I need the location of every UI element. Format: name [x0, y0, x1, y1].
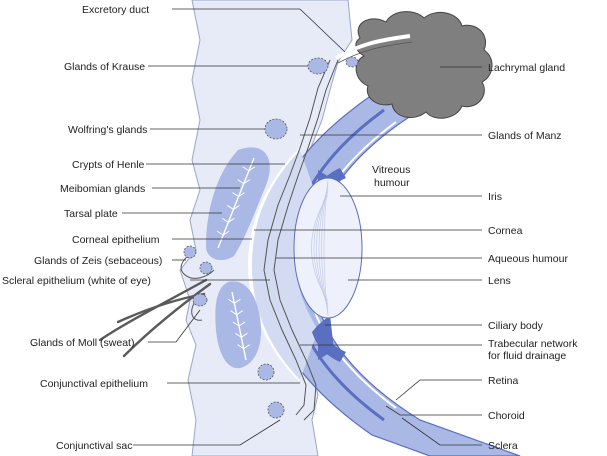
label-glands-of-zeis: Glands of Zeis (sebaceous): [34, 255, 162, 267]
meibomian-gland-branch: [230, 310, 237, 316]
upper-eyelash: [98, 278, 208, 342]
meibomian-gland-branch: [222, 230, 230, 236]
label-sclera: Sclera: [488, 440, 518, 452]
meibomian-gland-branch: [243, 179, 250, 185]
label-cornea: Cornea: [488, 225, 523, 237]
meibomian-gland-branch: [237, 344, 244, 350]
glands-of-krause: [307, 57, 329, 75]
lens-fibre: [311, 194, 329, 302]
meibomian-gland-branch: [238, 192, 245, 197]
meibomian-gland-branch: [238, 321, 246, 327]
meibomian-gland-branch: [241, 332, 248, 338]
glands-of-manz: [345, 56, 359, 68]
meibomian-gland-branch: [235, 332, 242, 338]
lens-fibres: [311, 179, 329, 317]
label-scleral-epithelium: Scleral epithelium (white of eye): [2, 275, 151, 287]
lachrymal-gland: [355, 11, 493, 119]
label-conjunctival-epithelium: Conjunctival epithelium: [40, 378, 148, 390]
label-glands-of-krause: Glands of Krause: [64, 61, 145, 73]
meibomian-gland-branch: [232, 321, 240, 327]
label-aqueous-humour: Aqueous humour: [488, 253, 568, 265]
meibomian-gland-branch: [234, 298, 241, 304]
label-iris: Iris: [488, 191, 502, 203]
meibomian-gland-duct: [217, 157, 255, 249]
lower-eyelash: [116, 292, 206, 324]
upper-tarsal-plate: [206, 147, 270, 261]
meibomian-gland-branch: [243, 344, 250, 350]
label-lens: Lens: [488, 275, 511, 287]
meibomian-gland-branch: [216, 230, 224, 236]
label-retina: Retina: [488, 375, 519, 387]
upper-eyelash-2: [122, 282, 212, 358]
label-corneal-epithelium: Corneal epithelium: [72, 234, 160, 246]
label-glands-of-moll: Glands of Moll (sweat): [30, 337, 134, 349]
meibomian-gland-branch: [228, 298, 235, 304]
meibomian-gland-branch: [236, 310, 243, 316]
lens: [293, 177, 363, 319]
leader-excretory-duct-2: [299, 8, 346, 53]
glands-of-zeis: [183, 245, 197, 259]
label-crypts-of-henle: Crypts of Henle: [72, 159, 145, 171]
cornea-curve: [247, 148, 302, 382]
meibomian-glands: [216, 157, 256, 361]
label-excretory-duct: Excretory duct: [82, 4, 149, 16]
meibomian-gland-branch: [232, 192, 239, 197]
glands-of-zeis-2: [199, 261, 213, 275]
label-vitreous: Vitreous: [372, 164, 410, 176]
label-lachrymal-gland: Lachrymal gland: [488, 62, 565, 74]
leader-retina: [395, 379, 482, 401]
meibomian-gland-branch: [227, 205, 234, 210]
leader-choroid: [385, 405, 482, 416]
leader-conjunctival-sac: [133, 419, 281, 446]
leader-sclera: [401, 417, 482, 446]
label-tarsal-plate: Tarsal plate: [64, 208, 118, 220]
label-meibomian-glands: Meibomian glands: [60, 183, 145, 195]
meibomian-gland-branch: [237, 179, 244, 185]
excretory-duct: [334, 34, 411, 60]
glands-of-moll: [192, 293, 208, 307]
wolfrings-glands: [264, 118, 288, 140]
meibomian-gland-branch: [242, 166, 250, 172]
meibomian-gland-branch: [233, 205, 240, 210]
label-choroid: Choroid: [488, 410, 525, 422]
label-wolfrings-glands: Wolfring's glands: [68, 124, 147, 136]
label-trabecular-network-line2: for fluid drainage: [488, 350, 566, 362]
label-trabecular-network: Trabecular network: [488, 338, 578, 350]
meibomian-gland-branch: [248, 166, 256, 172]
label-humour: humour: [374, 177, 410, 189]
excretory-duct-inner: [337, 41, 413, 64]
conjunctival-lining: [263, 59, 331, 416]
conjunctival-gland: [257, 363, 275, 381]
leader-moll: [148, 309, 201, 343]
label-conjunctival-sac: Conjunctival sac: [56, 440, 132, 452]
label-glands-of-manz: Glands of Manz: [488, 130, 562, 142]
label-ciliary-body: Ciliary body: [488, 320, 544, 332]
conjunctival-sac-gland: [267, 401, 285, 419]
meibomian-gland-branch: [228, 217, 235, 223]
conjunctival-lining-inner: [273, 59, 339, 421]
meibomian-gland-branch: [222, 217, 229, 223]
